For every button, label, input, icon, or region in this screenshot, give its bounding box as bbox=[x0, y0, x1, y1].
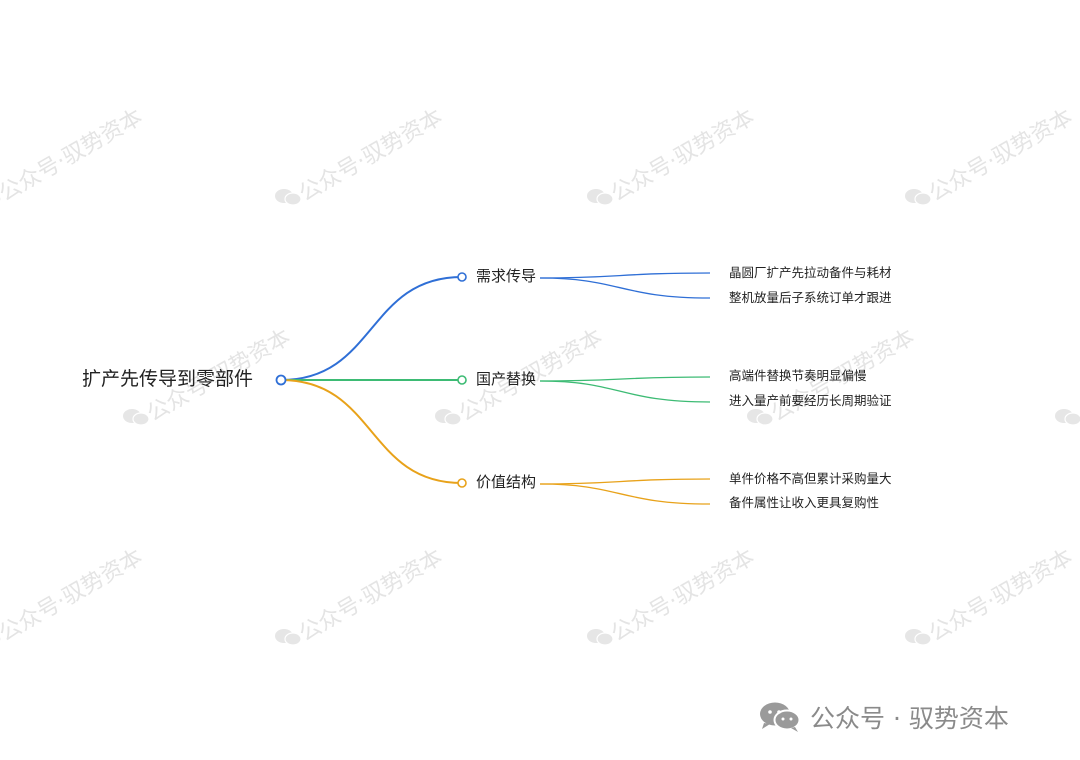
leaf-label: 晶圆厂扩产先拉动备件与耗材 bbox=[729, 265, 892, 280]
branch-node-marker bbox=[457, 478, 467, 488]
footer-brand: 公众号 · 驭势资本 bbox=[758, 700, 1009, 734]
branch-label-value: 价值结构 bbox=[476, 473, 537, 491]
edge-branch-to-leaf bbox=[539, 277, 711, 299]
leaf-label: 整机放量后子系统订单才跟进 bbox=[729, 290, 892, 305]
edge-root-to-branch bbox=[280, 276, 463, 381]
leaf-label: 单件价格不高但累计采购量大 bbox=[729, 471, 892, 486]
wechat-icon bbox=[760, 702, 801, 732]
branch-label-domestic: 国产替换 bbox=[476, 370, 537, 388]
leaf-label: 高端件替换节奏明显偏慢 bbox=[729, 368, 867, 383]
root-node-label: 扩产先传导到零部件 bbox=[82, 368, 254, 390]
edge-branch-to-leaf bbox=[539, 478, 711, 485]
leaf-label: 备件属性让收入更具复购性 bbox=[729, 495, 880, 510]
root-node-marker bbox=[275, 374, 287, 386]
branch-label-demand: 需求传导 bbox=[476, 267, 537, 285]
edge-branch-to-leaf bbox=[539, 483, 711, 505]
branch-node-marker bbox=[457, 272, 467, 282]
edge-branch-to-leaf bbox=[539, 376, 711, 382]
footer-text: 公众号 · 驭势资本 bbox=[810, 704, 1009, 733]
edge-branch-to-leaf bbox=[539, 272, 711, 279]
branch-node-marker bbox=[457, 375, 467, 385]
edge-branch-to-leaf bbox=[539, 380, 711, 403]
edge-root-to-branch bbox=[280, 379, 463, 484]
leaf-label: 进入量产前要经历长周期验证 bbox=[729, 393, 892, 408]
